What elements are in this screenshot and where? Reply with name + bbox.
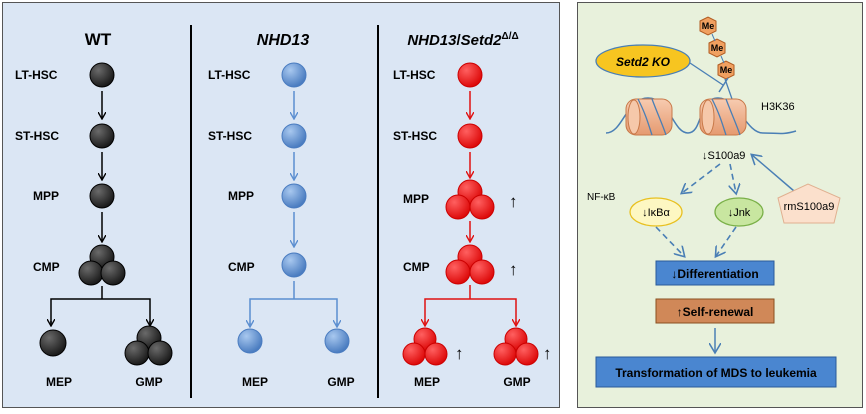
cmp-cell-cluster (78, 244, 126, 286)
nucleosome (625, 98, 673, 136)
gmp-cell (324, 328, 350, 354)
cmp-cell (281, 252, 307, 278)
hematopoiesis-diagram: WT NHD13 NHD13/Setd2Δ/Δ LT-HSC ST-HSC MP… (15, 25, 552, 398)
self-renewal-box (655, 298, 775, 324)
leaf-label: GMP (503, 375, 530, 389)
transformation-label: Transformation of MDS to leukemia (615, 366, 817, 380)
jnk-oval (714, 197, 764, 227)
wt-title: WT (85, 30, 112, 49)
stage-label: LT-HSC (15, 68, 58, 82)
mep-cell-cluster (402, 327, 448, 366)
me-label: Me (702, 21, 715, 31)
stage-label: CMP (228, 260, 255, 274)
setd2-ko-oval (595, 44, 691, 78)
transformation-box (595, 356, 837, 388)
jnk-label: ↓Jnk (728, 207, 751, 219)
ikba-label: ↓IκBα (642, 207, 670, 219)
stage-label: ST-HSC (15, 129, 59, 143)
nhd13-setd2-column: LT-HSC ST-HSC MPP CMP ↑ ↑ ↑ (393, 62, 552, 389)
up-arrow-icon: ↑ (455, 344, 464, 363)
methyl-groups: Me Me Me (699, 16, 735, 100)
me-label: Me (711, 43, 724, 53)
stage-label: MPP (228, 189, 254, 203)
up-arrow-icon: ↑ (509, 192, 518, 211)
differentiation-label: ↓Differentiation (671, 267, 758, 281)
leaf-label: MEP (46, 375, 72, 389)
mpp-cell-cluster (445, 179, 495, 220)
leaf-label: MEP (414, 375, 440, 389)
cmp-cell-cluster (445, 244, 495, 285)
leaf-label: MEP (242, 375, 268, 389)
gmp-cell-cluster (493, 327, 539, 366)
me-label: Me (720, 65, 733, 75)
stage-label: ST-HSC (393, 129, 437, 143)
gmp-cell-cluster (124, 325, 173, 366)
stage-label: MPP (403, 192, 429, 206)
nhd13-title: NHD13 (257, 32, 310, 49)
differentiation-box (655, 260, 775, 286)
mechanism-diagram: Me Me Me Setd2 KO H3K36 ↓S100a9 NF-κB ↓I… (587, 16, 841, 388)
st-hsc-cell (281, 123, 307, 149)
stage-label: CMP (33, 260, 60, 274)
h3k36-label: H3K36 (761, 101, 795, 113)
stage-label: ST-HSC (208, 129, 252, 143)
nfkb-label: NF-κB (587, 192, 616, 203)
leaf-label: GMP (135, 375, 162, 389)
self-renewal-label: ↑Self-renewal (677, 305, 754, 319)
mep-cell (237, 328, 263, 354)
mep-cell (39, 329, 67, 357)
rms100a9-label: rmS100a9 (784, 201, 835, 213)
st-hsc-cell (89, 123, 115, 149)
s100a9-label: ↓S100a9 (702, 150, 745, 162)
nucleosome (699, 98, 747, 136)
lt-hsc-cell (281, 62, 307, 88)
up-arrow-icon: ↑ (509, 260, 518, 279)
stage-label: LT-HSC (393, 68, 436, 82)
ikba-oval (629, 197, 683, 227)
up-arrow-icon: ↑ (543, 344, 552, 363)
lt-hsc-cell (457, 62, 483, 88)
wt-column: LT-HSC ST-HSC MPP CMP MEP GMP (15, 62, 173, 389)
nhd13-column: LT-HSC ST-HSC MPP CMP MEP GMP (208, 62, 355, 389)
hematopoiesis-panel: WT NHD13 NHD13/Setd2Δ/Δ LT-HSC ST-HSC MP… (2, 2, 560, 408)
setd2-ko-label: Setd2 KO (616, 55, 671, 69)
stage-label: CMP (403, 260, 430, 274)
mpp-cell (89, 183, 115, 209)
lt-hsc-cell (89, 62, 115, 88)
stage-label: MPP (33, 189, 59, 203)
leaf-label: GMP (327, 375, 354, 389)
mpp-cell (281, 183, 307, 209)
mechanism-panel: Me Me Me Setd2 KO H3K36 ↓S100a9 NF-κB ↓I… (577, 2, 863, 408)
stage-label: LT-HSC (208, 68, 251, 82)
rms100a9-shape (777, 183, 841, 224)
st-hsc-cell (457, 123, 483, 149)
nhd13-setd2-title: NHD13/Setd2Δ/Δ (407, 31, 518, 49)
